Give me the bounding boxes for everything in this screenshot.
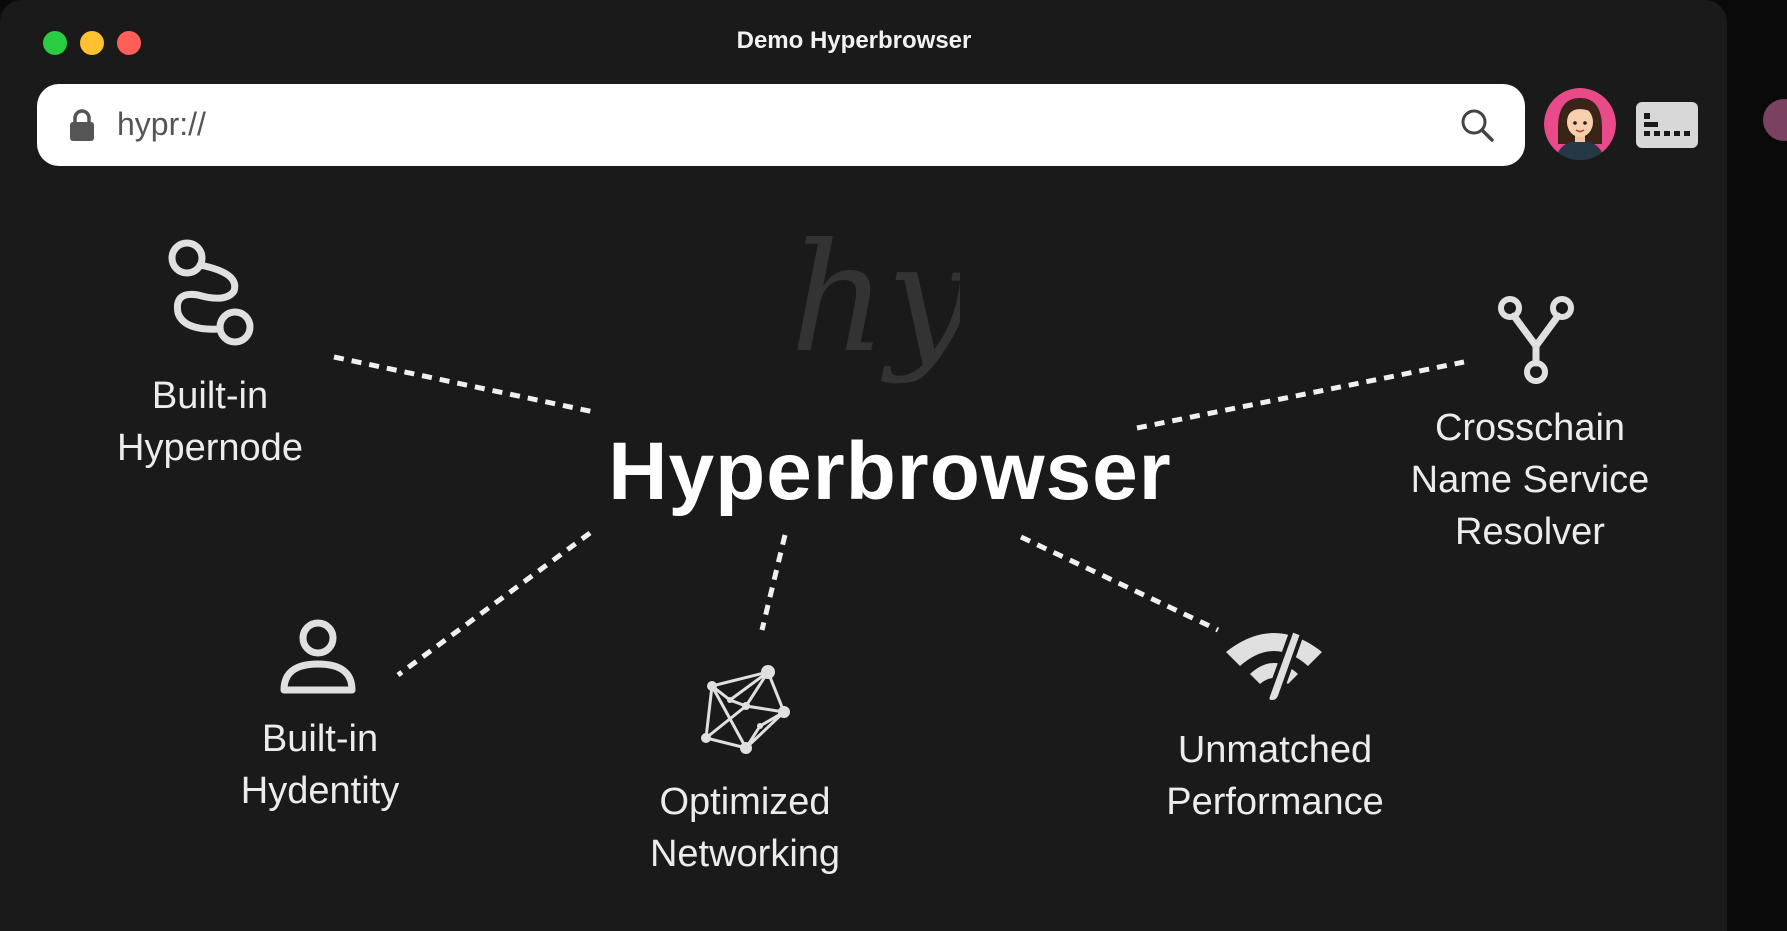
wifi-speed-icon	[1226, 627, 1322, 702]
connector-lines	[333, 354, 1465, 678]
lock-icon	[70, 109, 94, 141]
window-close-button[interactable]	[117, 31, 141, 55]
feature-label-line: Optimized	[659, 781, 831, 823]
feature-label-line: Hypernode	[117, 427, 303, 469]
search-icon[interactable]	[1459, 107, 1495, 143]
feature-label-line: Crosschain	[1434, 407, 1626, 449]
terminal-icon[interactable]	[1635, 101, 1699, 149]
feature-crosschain-label: Crosschain Name Service Resolver	[1385, 402, 1675, 558]
svg-text:hy: hy	[790, 212, 960, 386]
route-icon	[168, 239, 254, 346]
connector-hydentity	[396, 530, 592, 678]
network-icon	[701, 665, 790, 754]
connector-crosschain	[1136, 359, 1465, 431]
hy-watermark-logo: hy	[790, 212, 960, 386]
window-maximize-button[interactable]	[43, 31, 67, 55]
feature-label-line: Performance	[1166, 781, 1384, 823]
feature-label-line: Built-in	[151, 375, 269, 417]
feature-label-line: Unmatched	[1177, 729, 1373, 771]
feature-hypernode-label: Built-in Hypernode	[95, 370, 325, 474]
feature-label-line: Hydentity	[240, 770, 400, 812]
avatar[interactable]	[1544, 88, 1616, 160]
fork-icon	[1498, 296, 1574, 384]
user-icon	[280, 619, 356, 694]
connector-performance	[1019, 534, 1220, 633]
feature-label-line: Name Service	[1410, 459, 1650, 501]
window-minimize-button[interactable]	[80, 31, 104, 55]
feature-label-line: Built-in	[261, 718, 379, 760]
window-title: Demo Hyperbrowser	[736, 27, 972, 54]
hyperbrowser-title: Hyperbrowser	[608, 426, 1172, 517]
offscreen-app-icon[interactable]	[1763, 99, 1787, 141]
feature-label-line: Networking	[649, 833, 841, 875]
feature-label-line: Resolver	[1455, 511, 1605, 553]
address-input[interactable]: hypr://	[117, 106, 206, 142]
feature-hydentity-label: Built-in Hydentity	[200, 713, 440, 817]
connector-networking	[759, 534, 788, 631]
browser-window: Demo Hyperbrowser hypr://	[0, 0, 1727, 931]
feature-networking-label: Optimized Networking	[620, 776, 870, 880]
address-bar[interactable]: hypr://	[37, 84, 1525, 166]
connector-hypernode	[333, 354, 595, 415]
feature-performance-label: Unmatched Performance	[1140, 724, 1410, 828]
